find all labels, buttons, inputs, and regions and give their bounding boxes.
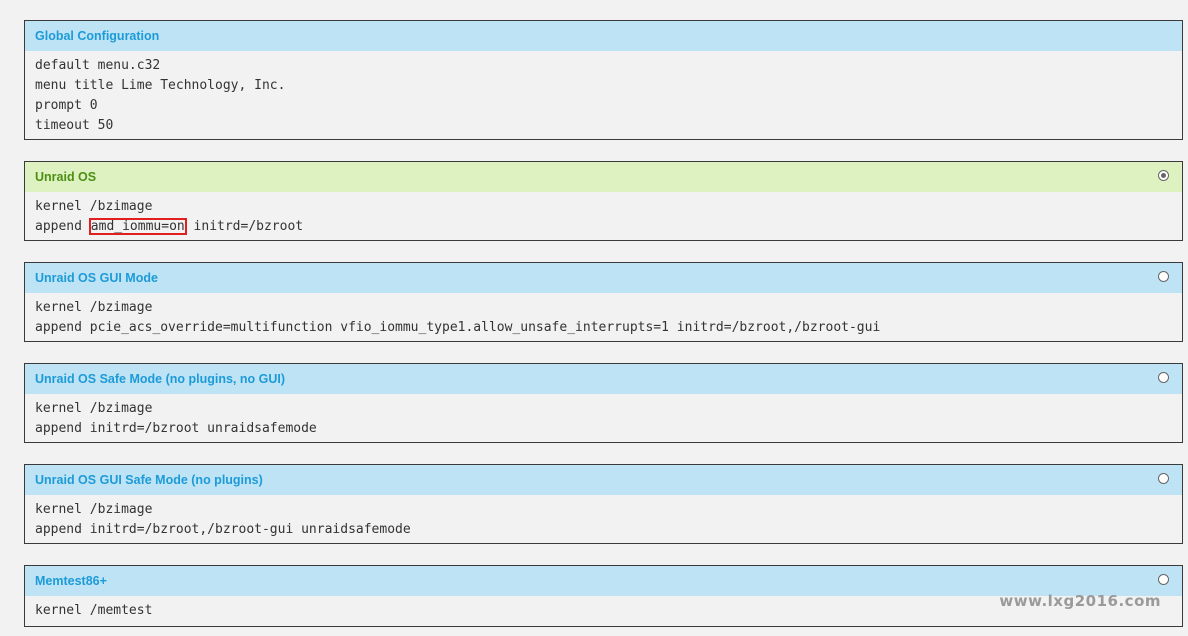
boot-entry-header: Unraid OS	[25, 162, 1182, 192]
boot-entry-unraid-os-safe-mode: Unraid OS Safe Mode (no plugins, no GUI)…	[24, 363, 1183, 443]
append-line: append amd_iommu=on initrd=/bzroot	[35, 217, 1172, 237]
boot-entry-body: kernel /bzimage append amd_iommu=on init…	[25, 192, 1182, 237]
boot-entry-header: Unraid OS Safe Mode (no plugins, no GUI)	[25, 364, 1182, 394]
boot-entry-title: Unraid OS GUI Mode	[35, 271, 158, 285]
append-line: append initrd=/bzroot,/bzroot-gui unraid…	[35, 522, 411, 537]
default-boot-radio[interactable]	[1158, 271, 1169, 282]
append-prefix: append	[35, 219, 90, 234]
boot-entry-memtest: Memtest86+ kernel /memtest	[24, 565, 1183, 627]
global-configuration-header: Global Configuration	[25, 21, 1182, 51]
default-boot-radio[interactable]	[1158, 170, 1169, 181]
boot-entry-body: kernel /bzimage append initrd=/bzroot,/b…	[25, 495, 1182, 540]
boot-entry-title: Memtest86+	[35, 574, 107, 588]
default-boot-radio[interactable]	[1158, 473, 1169, 484]
boot-entry-body: kernel /bzimage append initrd=/bzroot un…	[25, 394, 1182, 439]
kernel-line: kernel /bzimage	[35, 502, 153, 517]
boot-entry-header: Memtest86+	[25, 566, 1182, 596]
default-boot-radio[interactable]	[1158, 574, 1169, 585]
boot-entry-title: Unraid OS	[35, 170, 97, 184]
boot-entry-unraid-os-gui-safe-mode: Unraid OS GUI Safe Mode (no plugins) ker…	[24, 464, 1183, 544]
config-line-menu-title: menu title Lime Technology, Inc.	[35, 78, 286, 93]
boot-entry-title: Unraid OS GUI Safe Mode (no plugins)	[35, 473, 263, 487]
default-boot-radio[interactable]	[1158, 372, 1169, 383]
global-configuration-title: Global Configuration	[35, 29, 160, 43]
kernel-line: kernel /bzimage	[35, 199, 153, 214]
append-suffix: initrd=/bzroot	[185, 219, 304, 234]
global-configuration-body: default menu.c32 menu title Lime Technol…	[25, 51, 1182, 136]
boot-entry-header: Unraid OS GUI Safe Mode (no plugins)	[25, 465, 1182, 495]
boot-entry-title: Unraid OS Safe Mode (no plugins, no GUI)	[35, 372, 285, 386]
append-line: append initrd=/bzroot unraidsafemode	[35, 421, 317, 436]
boot-entry-unraid-os: Unraid OS kernel /bzimage append amd_iom…	[24, 161, 1183, 241]
append-line: append pcie_acs_override=multifunction v…	[35, 320, 881, 335]
boot-entry-body: kernel /memtest	[25, 596, 1182, 621]
boot-entry-body: kernel /bzimage append pcie_acs_override…	[25, 293, 1182, 338]
config-line-default: default menu.c32	[35, 58, 161, 73]
global-configuration-section: Global Configuration default menu.c32 me…	[24, 20, 1183, 140]
watermark: www.lxg2016.com	[999, 592, 1161, 610]
kernel-line: kernel /bzimage	[35, 401, 153, 416]
kernel-line: kernel /memtest	[35, 603, 153, 618]
highlighted-parameter: amd_iommu=on	[88, 218, 187, 235]
boot-entry-unraid-os-gui-mode: Unraid OS GUI Mode kernel /bzimage appen…	[24, 262, 1183, 342]
boot-entry-header: Unraid OS GUI Mode	[25, 263, 1182, 293]
kernel-line: kernel /bzimage	[35, 300, 153, 315]
config-line-timeout: timeout 50	[35, 118, 114, 133]
radio-dot-icon	[1161, 173, 1166, 178]
config-line-prompt: prompt 0	[35, 98, 98, 113]
